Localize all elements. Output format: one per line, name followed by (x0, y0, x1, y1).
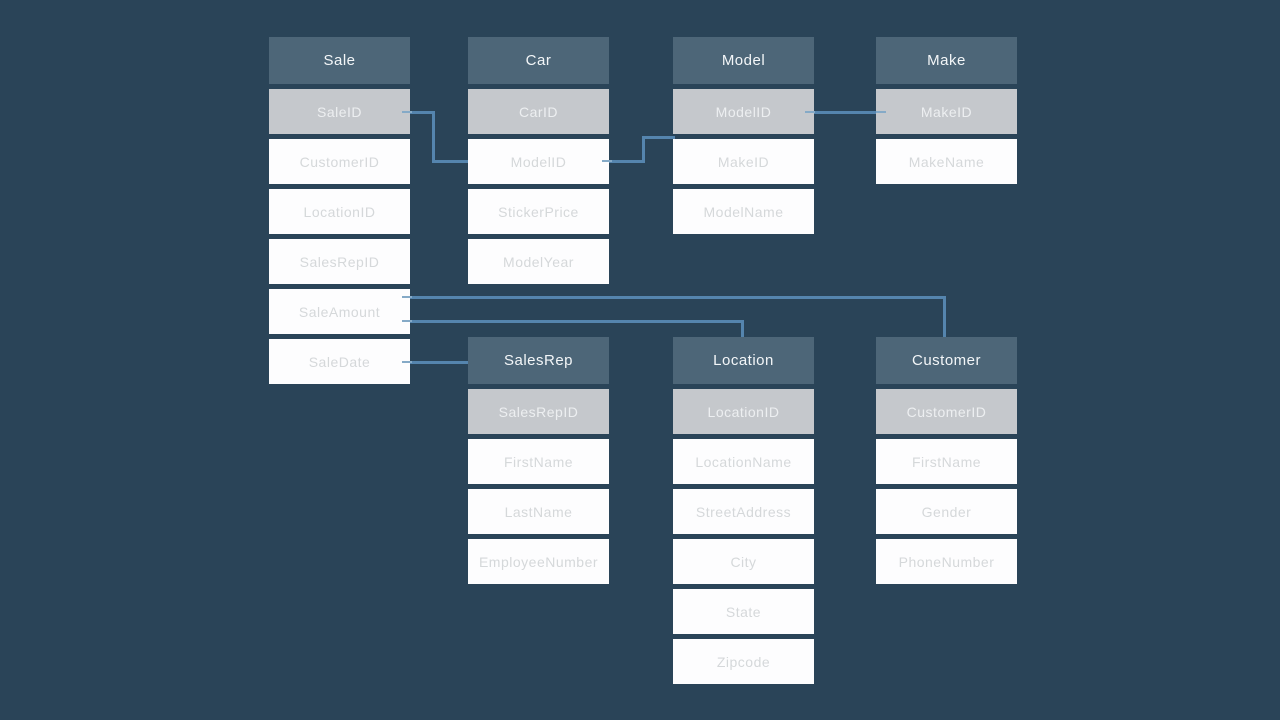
relation-anchor-tick (402, 296, 412, 298)
relation-line-sale-car (408, 110, 435, 114)
table-salesrep-key-field: SalesRepID (468, 389, 609, 434)
relation-line-car-model (641, 135, 675, 139)
table-sale-field-row: CustomerID (269, 139, 410, 184)
table-customer-key-field: CustomerID (876, 389, 1017, 434)
table-location-header: Location (673, 337, 814, 384)
table-salesrep-field-row: EmployeeNumber (468, 539, 609, 584)
table-model-header: Model (673, 37, 814, 84)
relation-line-sale-salesrep (408, 360, 470, 364)
table-make-key-field: MakeID (876, 89, 1017, 134)
table-customer-header: Customer (876, 337, 1017, 384)
table-car-field-row: ModelYear (468, 239, 609, 284)
table-sale-field-row: LocationID (269, 189, 410, 234)
table-location-key-field: LocationID (673, 389, 814, 434)
table-customer-field-row: Gender (876, 489, 1017, 534)
relation-anchor-tick (402, 111, 412, 113)
relation-line-sale-customer (408, 295, 946, 299)
table-car-key-field: CarID (468, 89, 609, 134)
table-location-field-row: StreetAddress (673, 489, 814, 534)
relation-line-sale-customer (942, 295, 946, 339)
table-model-field-row: MakeID (673, 139, 814, 184)
relation-line-car-model (641, 135, 645, 163)
table-car-header: Car (468, 37, 609, 84)
table-car-field-row: StickerPrice (468, 189, 609, 234)
relation-anchor-tick (602, 160, 612, 162)
table-sale-key-field: SaleID (269, 89, 410, 134)
table-customer-field-row: PhoneNumber (876, 539, 1017, 584)
relation-anchor-tick (402, 320, 412, 322)
relation-anchor-tick (402, 361, 412, 363)
table-sale-field-row: SaleAmount (269, 289, 410, 334)
table-salesrep-field-row: FirstName (468, 439, 609, 484)
table-location-field-row: State (673, 589, 814, 634)
relation-line-sale-car (431, 110, 435, 163)
table-make-header: Make (876, 37, 1017, 84)
table-salesrep-field-row: LastName (468, 489, 609, 534)
table-location-field-row: Zipcode (673, 639, 814, 684)
table-model-field-row: ModelName (673, 189, 814, 234)
table-location-field-row: City (673, 539, 814, 584)
relation-anchor-tick (805, 111, 815, 113)
table-model-key-field: ModelID (673, 89, 814, 134)
table-make-field-row: MakeName (876, 139, 1017, 184)
relation-anchor-tick (876, 111, 886, 113)
relation-line-sale-location (740, 319, 744, 339)
table-sale-field-row: SalesRepID (269, 239, 410, 284)
relation-line-sale-car (431, 159, 470, 163)
table-car-field-row: ModelID (468, 139, 609, 184)
table-sale-field-row: SaleDate (269, 339, 410, 384)
relation-line-car-model (608, 159, 645, 163)
table-location-field-row: LocationName (673, 439, 814, 484)
table-salesrep-header: SalesRep (468, 337, 609, 384)
relation-line-model-make (812, 110, 878, 114)
relation-line-sale-location (408, 319, 744, 323)
table-sale-header: Sale (269, 37, 410, 84)
table-customer-field-row: FirstName (876, 439, 1017, 484)
